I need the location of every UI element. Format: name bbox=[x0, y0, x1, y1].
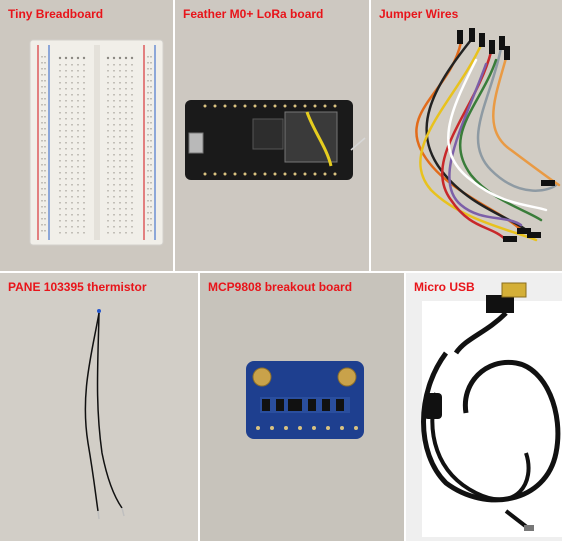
panel-label: Feather M0+ LoRa board bbox=[183, 7, 324, 21]
breadboard-icon bbox=[0, 0, 173, 271]
panel-thermistor: PANE 103395 thermistor bbox=[0, 273, 198, 541]
feather-board-icon bbox=[175, 0, 369, 271]
micro-usb-cable-icon bbox=[406, 273, 562, 541]
mcp9808-board-icon bbox=[200, 273, 404, 541]
panel-label: Tiny Breadboard bbox=[8, 7, 104, 21]
panel-feather-board: Feather M0+ LoRa board bbox=[175, 0, 369, 271]
panel-label: PANE 103395 thermistor bbox=[8, 280, 147, 294]
thermistor-icon bbox=[0, 273, 198, 541]
panel-mcp9808: MCP9808 breakout board bbox=[200, 273, 404, 541]
panel-label: MCP9808 breakout board bbox=[208, 280, 353, 294]
panel-breadboard: Tiny Breadboard bbox=[0, 0, 173, 271]
panel-label: Micro USB bbox=[414, 280, 475, 294]
panel-label: Jumper Wires bbox=[379, 7, 459, 21]
panel-jumper-wires: Jumper Wires bbox=[371, 0, 562, 271]
jumper-wires-icon bbox=[371, 0, 562, 271]
panel-micro-usb: Micro USB bbox=[406, 273, 562, 541]
